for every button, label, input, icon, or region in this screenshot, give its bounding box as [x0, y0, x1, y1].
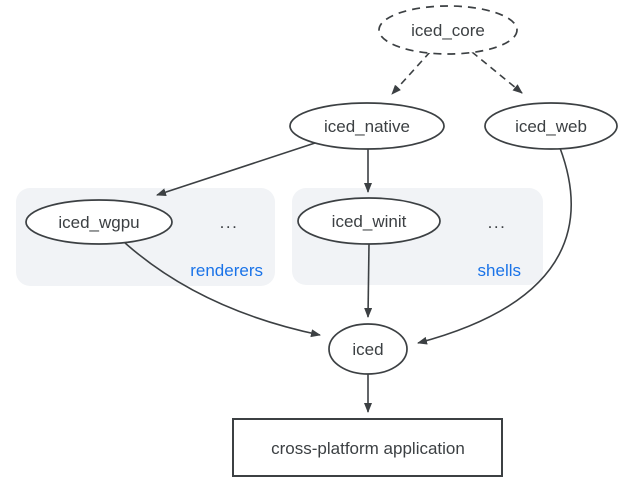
node-iced-core-label: iced_core — [411, 21, 485, 40]
node-iced-native-shape — [289, 102, 445, 150]
edge-iced-wgpu-to-iced — [123, 241, 321, 338]
node-iced-web-label: iced_web — [515, 117, 587, 136]
node-iced-winit: iced_winit — [297, 197, 441, 245]
node-iced-shape — [328, 323, 408, 375]
node-iced-core: iced_core — [378, 5, 518, 55]
edge-iced-winit-to-iced — [364, 243, 373, 318]
node-iced-native-label: iced_native — [324, 117, 410, 136]
node-iced-winit-label: iced_winit — [332, 212, 407, 231]
edge-iced-native-to-iced-wgpu — [156, 142, 316, 196]
node-iced-web: iced_web — [484, 102, 618, 150]
group-shells-ellipsis: ... — [488, 213, 507, 232]
node-cross-platform-application-label: cross-platform application — [271, 439, 465, 458]
node-iced-native: iced_native — [289, 102, 445, 150]
node-iced-winit-shape — [297, 197, 441, 245]
node-iced-core-shape — [378, 5, 518, 55]
group-renderers-label: renderers — [190, 261, 263, 280]
group-shells-label: shells — [478, 261, 521, 280]
node-iced-wgpu-shape — [25, 199, 173, 245]
edge-iced-core-to-iced-native — [391, 51, 431, 95]
edge-iced-core-to-iced-web — [471, 51, 523, 94]
node-cross-platform-application: cross-platform application — [232, 418, 503, 477]
node-iced-label: iced — [352, 340, 383, 359]
group-renderers-ellipsis: ... — [220, 213, 239, 232]
node-iced-web-shape — [484, 102, 618, 150]
node-iced-wgpu-label: iced_wgpu — [58, 213, 139, 232]
node-iced: iced — [328, 323, 408, 375]
node-iced-wgpu: iced_wgpu — [25, 199, 173, 245]
edge-iced-web-to-iced — [417, 147, 572, 345]
node-cross-platform-application-shape — [232, 418, 503, 477]
